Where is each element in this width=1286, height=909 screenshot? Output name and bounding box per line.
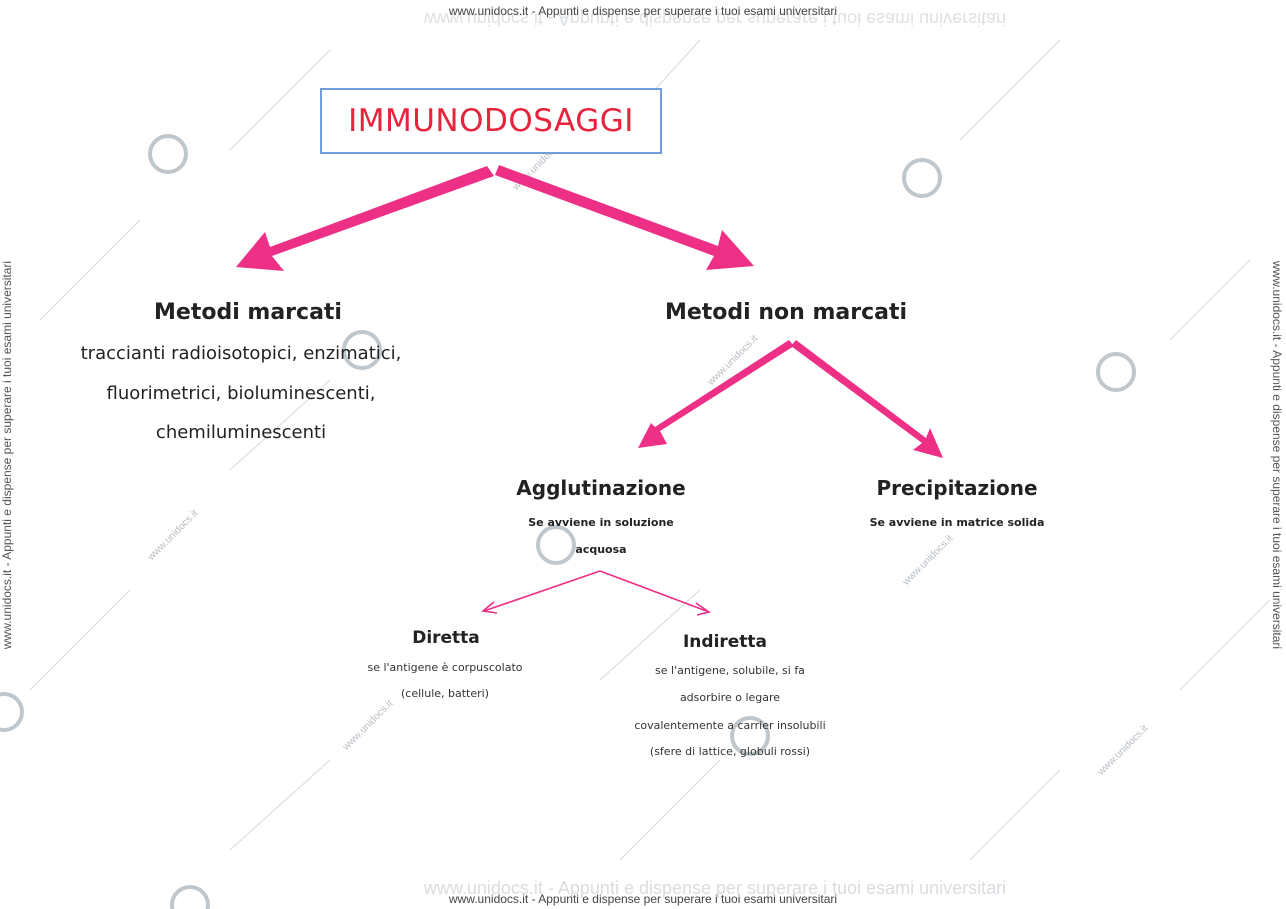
- marcati-line: traccianti radioisotopici, enzimatici,: [80, 343, 402, 364]
- precipitazione-line: Se avviene in matrice solida: [869, 516, 1045, 529]
- watermark-bottom: www.unidocs.it - Appunti e dispense per …: [448, 892, 838, 906]
- diretta-line: (cellule, batteri): [401, 687, 489, 700]
- non-marcati-title: Metodi non marcati: [664, 300, 908, 325]
- watermark-top: www.unidocs.it - Appunti e dispense per …: [448, 4, 838, 18]
- arrow-to-diretta: [483, 570, 601, 612]
- indiretta-line: (sfere di lattice, globuli rossi): [649, 745, 811, 758]
- marcati-title: Metodi marcati: [154, 300, 342, 325]
- arrow-to-marcati: [236, 166, 494, 271]
- arrow-to-non-marcati: [495, 165, 754, 270]
- indiretta-title: Indiretta: [682, 632, 768, 652]
- marcati-line: fluorimetrici, bioluminescenti,: [106, 383, 376, 404]
- arrow-to-indiretta: [599, 570, 710, 613]
- logo-icon: [0, 692, 24, 732]
- watermark-ghost-bottom: www.unidocs.it - Appunti e dispense per …: [423, 878, 1007, 898]
- diretta-title: Diretta: [412, 628, 480, 648]
- root-node: IMMUNODOSAGGI: [320, 88, 662, 154]
- logo-icon: [342, 330, 382, 370]
- logo-icon: [148, 134, 188, 174]
- diretta-line: se l'antigene è corpuscolato: [367, 661, 523, 674]
- indiretta-line: adsorbire o legare: [679, 691, 781, 704]
- logo-icon: [1096, 352, 1136, 392]
- logo-icon: [536, 525, 576, 565]
- agglutinazione-line: Se avviene in soluzione: [528, 516, 674, 529]
- logo-icon: [730, 716, 770, 756]
- arrow-to-agglutinazione: [638, 340, 794, 448]
- root-title: IMMUNODOSAGGI: [348, 103, 634, 139]
- arrow-to-precipitazione: [791, 340, 943, 458]
- logo-icon: [902, 158, 942, 198]
- indiretta-line: covalentemente a carrier insolubili: [634, 719, 826, 732]
- agglutinazione-line: acquosa: [575, 543, 627, 556]
- precipitazione-title: Precipitazione: [876, 476, 1038, 500]
- indiretta-line: se l'antigene, solubile, si fa: [655, 664, 805, 677]
- marcati-line: chemiluminescenti: [155, 422, 327, 443]
- agglutinazione-title: Agglutinazione: [516, 476, 686, 500]
- logo-icon: [170, 885, 210, 909]
